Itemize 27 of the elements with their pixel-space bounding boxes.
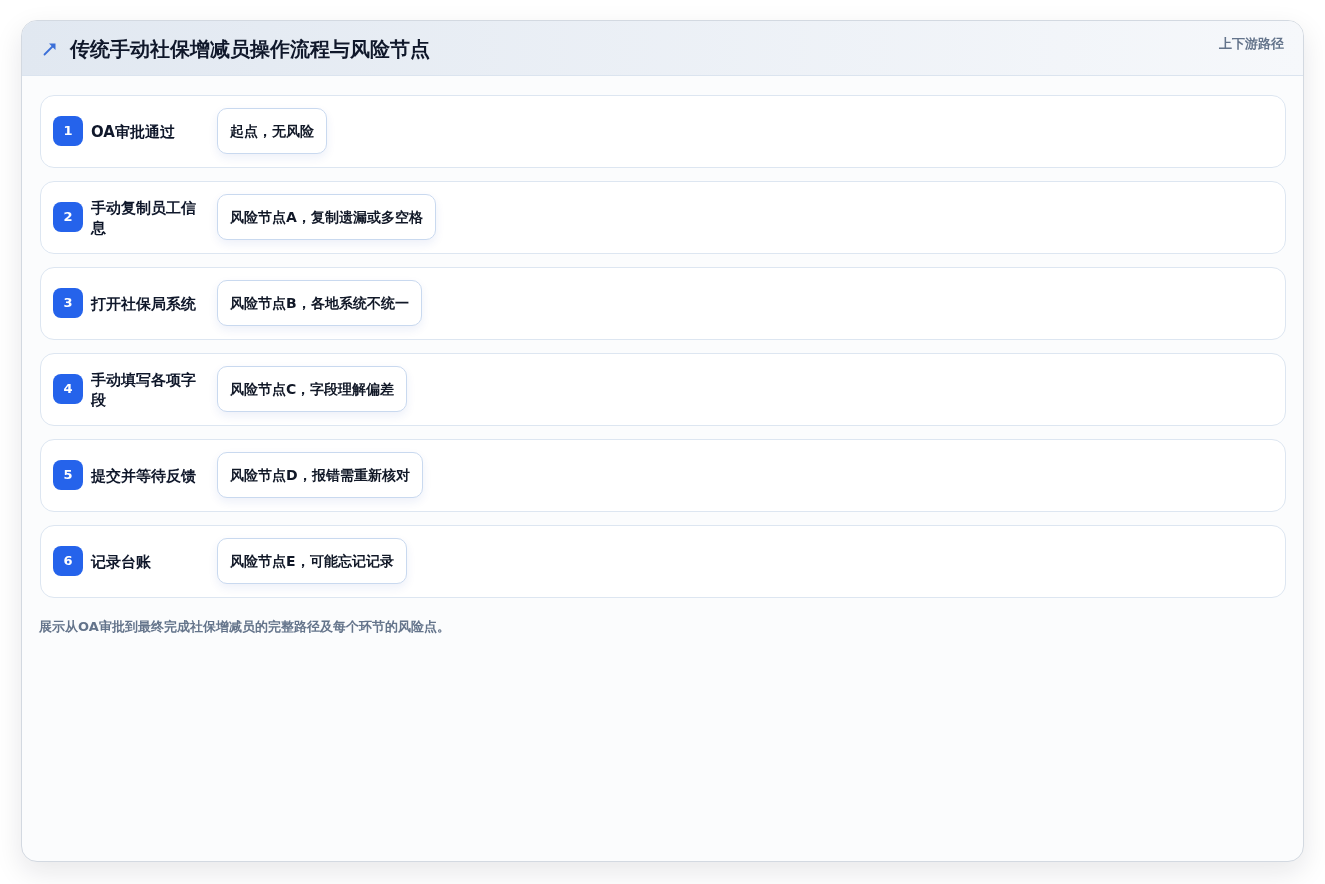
- step-row: [40, 95, 1286, 168]
- step-label: 记录台账: [91, 551, 151, 572]
- step-label: 打开社保局系统: [91, 293, 196, 314]
- header-tag: 上下游路径: [1219, 36, 1284, 52]
- risk-box: 风险节点A，复制遗漏或多空格: [217, 194, 436, 240]
- step-label: OA审批通过: [91, 121, 175, 142]
- step-label: 手动复制员工信息: [91, 197, 197, 238]
- risk-box: 风险节点C，字段理解偏差: [217, 366, 408, 412]
- number-badge: 6: [53, 546, 83, 576]
- step-row: [40, 353, 1286, 426]
- risk-box: 风险节点E，可能忘记记录: [217, 538, 407, 584]
- step-row: [40, 439, 1286, 512]
- caption: 展示从OA审批到最终完成社保增减员的完整路径及每个环节的风险点。: [39, 619, 450, 635]
- risk-box: 起点，无风险: [217, 108, 327, 154]
- number-badge: 2: [53, 202, 83, 232]
- step-row: [40, 525, 1286, 598]
- number-badge: 5: [53, 460, 83, 490]
- number-badge: 3: [53, 288, 83, 318]
- risk-box: 风险节点D，报错需重新核对: [217, 452, 423, 498]
- number-badge: 1: [53, 116, 83, 146]
- risk-box: 风险节点B，各地系统不统一: [217, 280, 422, 326]
- step-label: 提交并等待反馈: [91, 465, 196, 486]
- step-label: 手动填写各项字段: [91, 369, 197, 410]
- number-badge: 4: [53, 374, 83, 404]
- step-row: [40, 267, 1286, 340]
- title: 传统手动社保增减员操作流程与风险节点: [70, 36, 430, 62]
- step-row: [40, 181, 1286, 254]
